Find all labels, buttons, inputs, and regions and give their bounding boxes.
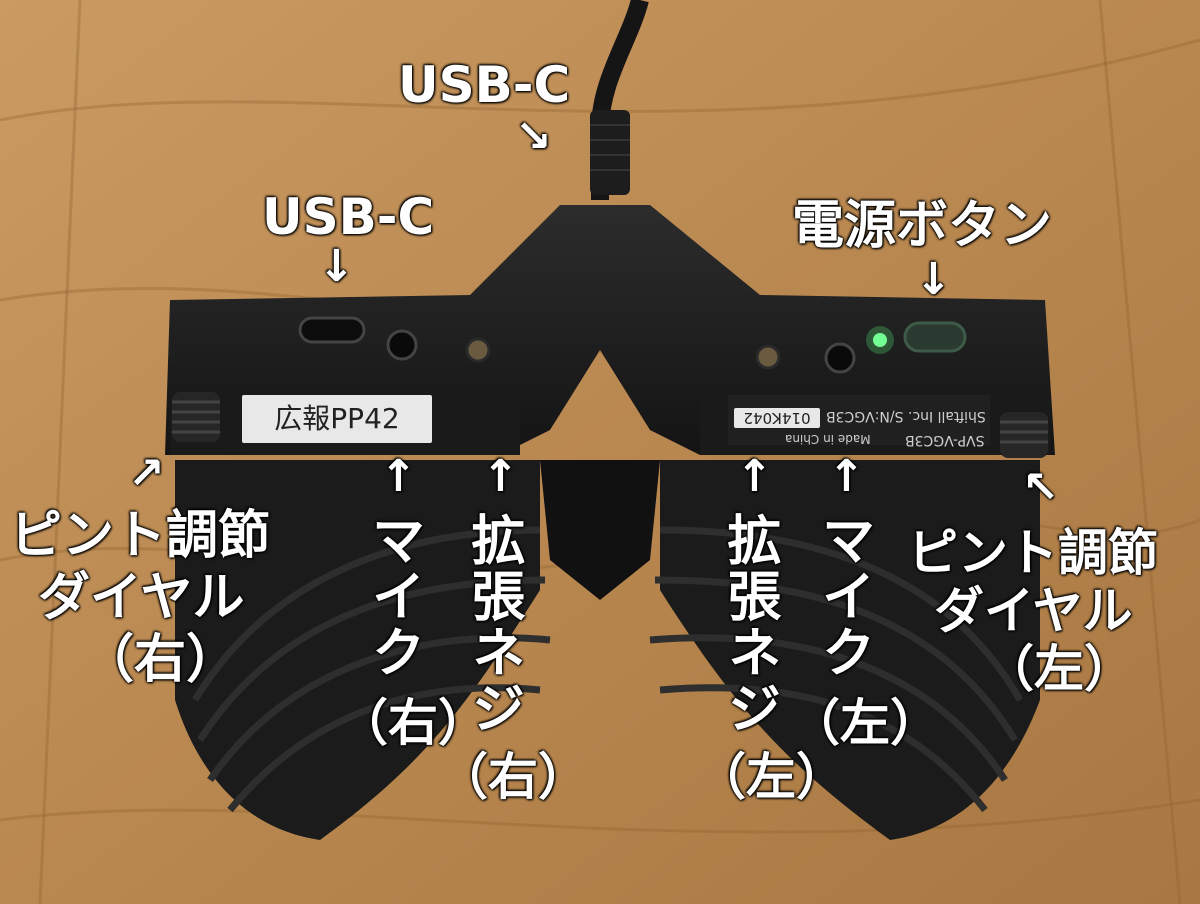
usbc-left-label: USB-C (262, 188, 435, 246)
model-text: SVP-VGC3B (905, 432, 985, 448)
focus-dial-right-shape (172, 392, 220, 442)
focus-left-line2: ダイヤル (934, 582, 1133, 640)
focus-left-arrow: ↖ (1022, 462, 1059, 513)
focus-left-side: （左） (984, 640, 1134, 698)
mic-hole-left (824, 342, 856, 374)
usbc-top-label: USB-C (398, 56, 571, 114)
screw-left-arrow: ↑ (736, 451, 773, 502)
usbc-left-arrow: ↓ (318, 241, 355, 292)
cable-strain-relief (590, 110, 630, 195)
screw-left-label: 拡張ネジ (718, 512, 781, 736)
mic-left-label: マイク (812, 512, 875, 680)
screw-right-label: 拡張ネジ (462, 512, 525, 736)
serial-tag: 014K042 (734, 408, 820, 428)
mic-left-arrow: ↑ (828, 451, 865, 502)
nose-bridge (540, 460, 660, 600)
maker-line: Shiftall Inc. S/N:VGC3B (826, 408, 986, 424)
focus-dial-left-shape (1000, 412, 1048, 458)
power-button-label: 電源ボタン (792, 196, 1053, 256)
focus-left-line1: ピント調節 (908, 524, 1158, 582)
focus-right-line1: ピント調節 (10, 506, 271, 566)
screw-right-arrow: ↑ (482, 451, 519, 502)
focus-right-side: （右） (82, 630, 239, 690)
mic-right-side: （右） (338, 694, 488, 752)
mic-right-arrow: ↑ (380, 451, 417, 502)
mic-hole-right (386, 329, 418, 361)
power-button-shape (903, 321, 967, 353)
screw-hole-right (465, 337, 491, 363)
power-button-arrow: ↓ (915, 254, 952, 305)
eyecup-left (649, 460, 1040, 840)
focus-right-line2: ダイヤル (38, 568, 245, 628)
status-led (873, 333, 887, 347)
made-in-text: Made in China (785, 432, 871, 446)
usbc-top-arrow: ↘ (515, 111, 552, 162)
usbc-port-body (298, 316, 366, 344)
screw-right-side: （右） (438, 748, 588, 806)
focus-right-arrow: ↗ (128, 448, 165, 499)
eyecup-right (175, 460, 551, 840)
mic-left-side: （左） (790, 694, 940, 752)
screw-hole-left (755, 344, 781, 370)
sticker-label: 広報PP42 (242, 395, 432, 443)
mic-right-label: マイク (362, 512, 425, 680)
screw-left-side: （左） (696, 748, 846, 806)
